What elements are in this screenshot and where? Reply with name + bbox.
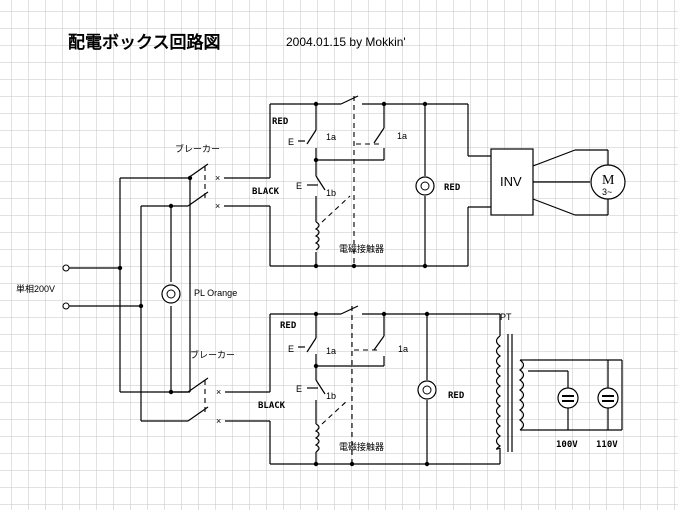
outlet-110v-symbol [597,387,619,409]
red-label-top: RED [272,117,289,127]
black-label-bottom: BLACK [258,401,286,411]
contactor-label-bottom: 電磁接触器 [339,441,384,452]
pushbutton-e-bottom-2: E [296,384,302,394]
svg-text:×: × [215,173,220,183]
breaker-top-symbol: × × [187,163,270,211]
svg-text:×: × [215,201,220,211]
outlet-100v-symbol [557,387,579,409]
transformer-symbol [495,334,623,452]
contact-1a-bottom-left: 1a [326,346,336,356]
contact-1b-bottom: 1b [326,391,336,401]
motor-label: M [602,173,615,188]
transformer-label: PT [500,312,512,322]
pilot-lamp-label: PL Orange [194,288,237,298]
svg-text:×: × [216,416,221,426]
red-label-bottom: RED [280,321,297,331]
motor-phase: 3~ [602,187,612,197]
contact-1a-top-right: 1a [397,131,407,141]
contact-1b-top: 1b [326,188,336,198]
breaker-bottom-symbol: × × [187,377,270,426]
motor-symbol [590,164,626,200]
contact-1a-top-left: 1a [326,132,336,142]
inverter-motor-wiring [532,149,609,216]
supply-terminals [62,264,144,310]
top-lamp-symbol [415,176,435,196]
lamp-red-label-bottom: RED [448,391,465,401]
supply-label: 単相200V [16,283,55,294]
inverter-box [490,148,534,216]
supply-bus-lines [119,175,193,422]
lamp-red-label-top: RED [444,183,461,193]
pushbutton-e-bottom-1: E [288,344,294,354]
top-control-wiring [269,95,491,269]
black-label-top: BLACK [252,187,280,197]
bottom-control-wiring [269,305,501,467]
date-author: 2004.01.15 by Mokkin' [286,35,406,49]
pushbutton-e-top-1: E [288,137,294,147]
pilot-lamp-symbol [161,284,181,304]
outlet-100v-label: 100V [556,440,578,450]
breaker-label-bottom: ブレーカー [190,349,235,360]
diagram-title: 配電ボックス回路図 [68,32,221,53]
inverter-label: INV [500,174,522,189]
contactor-label-top: 電磁接触器 [339,243,384,254]
bottom-lamp-symbol [417,380,437,400]
outlet-110v-label: 110V [596,440,618,450]
contact-1a-bottom-right: 1a [398,344,408,354]
breaker-label-top: ブレーカー [175,143,220,154]
svg-text:×: × [216,387,221,397]
pushbutton-e-top-2: E [296,181,302,191]
